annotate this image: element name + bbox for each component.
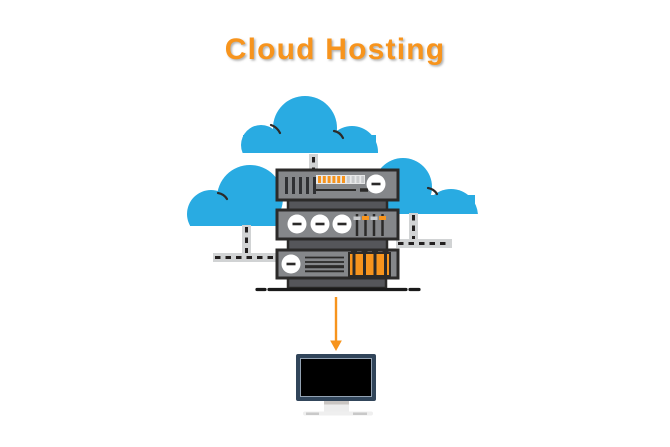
slider-switches-icon xyxy=(353,214,386,236)
client-monitor-icon xyxy=(296,354,376,416)
knob-icon xyxy=(310,214,330,234)
cloud-top-notch-right xyxy=(332,129,345,140)
monitor-screen xyxy=(300,358,372,397)
cloud-left-notch xyxy=(216,191,229,201)
monitor-foot-left xyxy=(306,412,319,415)
connection-arrow-icon xyxy=(330,297,342,352)
monitor-stand xyxy=(324,401,349,412)
cloud-right-notch xyxy=(426,186,439,196)
led-strip-icon xyxy=(316,175,365,184)
vent-lines-icon xyxy=(305,256,344,273)
knob-icon xyxy=(287,214,307,234)
knob-icon xyxy=(281,254,301,274)
vent-bars-icon xyxy=(285,177,316,194)
cloud-top-icon xyxy=(241,96,378,153)
monitor-foot-right xyxy=(353,412,367,415)
knob-icon xyxy=(332,214,352,234)
server-rack xyxy=(255,168,421,292)
circuit-line-left-icon xyxy=(213,225,279,262)
server-unit-middle xyxy=(275,208,400,241)
server-unit-bottom xyxy=(275,248,400,280)
antenna-pipe-icon xyxy=(309,154,318,171)
circuit-line-right-icon xyxy=(396,213,452,248)
cloud-top-notch-left xyxy=(269,123,282,135)
cable-connectors-icon xyxy=(348,250,391,279)
knob-icon xyxy=(366,174,386,194)
server-unit-top xyxy=(275,168,400,202)
page-title: Cloud Hosting xyxy=(224,33,446,66)
cloud-left-icon xyxy=(187,165,283,226)
monitor-stand-shade xyxy=(324,401,349,405)
